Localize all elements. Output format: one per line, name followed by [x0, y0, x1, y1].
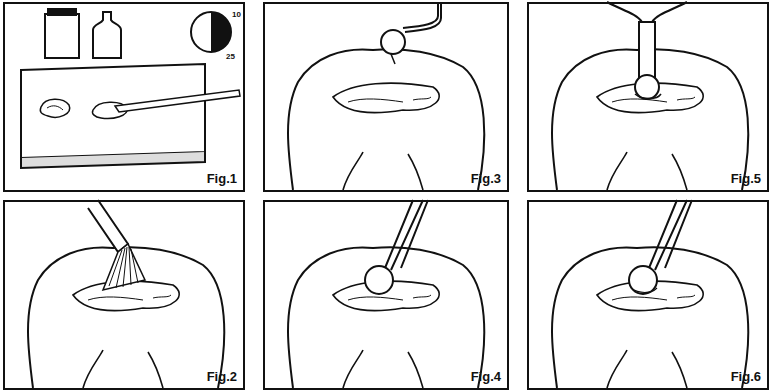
figure-label: Fig.6	[731, 369, 761, 384]
tooth-drawing	[288, 2, 484, 190]
figure-panel: Fig.5	[527, 2, 769, 192]
figure-label: Fig.1	[207, 171, 237, 186]
tooth-drawing	[28, 200, 224, 388]
tooth-drawing	[552, 200, 748, 388]
figure-label: Fig.5	[731, 171, 761, 186]
figure-panel: Fig.6	[527, 200, 769, 390]
figure-label: Fig.2	[207, 369, 237, 384]
figure-label: Fig.3	[471, 171, 501, 186]
figure-panel: Fig.3	[263, 2, 509, 192]
mixing-slab	[21, 8, 240, 168]
figure-panel: Fig.1	[3, 2, 245, 192]
dial-number: 25	[226, 52, 235, 61]
dial-number: 10	[232, 10, 241, 19]
figure-label: Fig.4	[471, 369, 501, 384]
figure-panel: Fig.2	[3, 200, 245, 390]
tooth-drawing	[288, 200, 484, 388]
tooth-drawing	[552, 2, 748, 190]
figure-panel: Fig.4	[263, 200, 509, 390]
